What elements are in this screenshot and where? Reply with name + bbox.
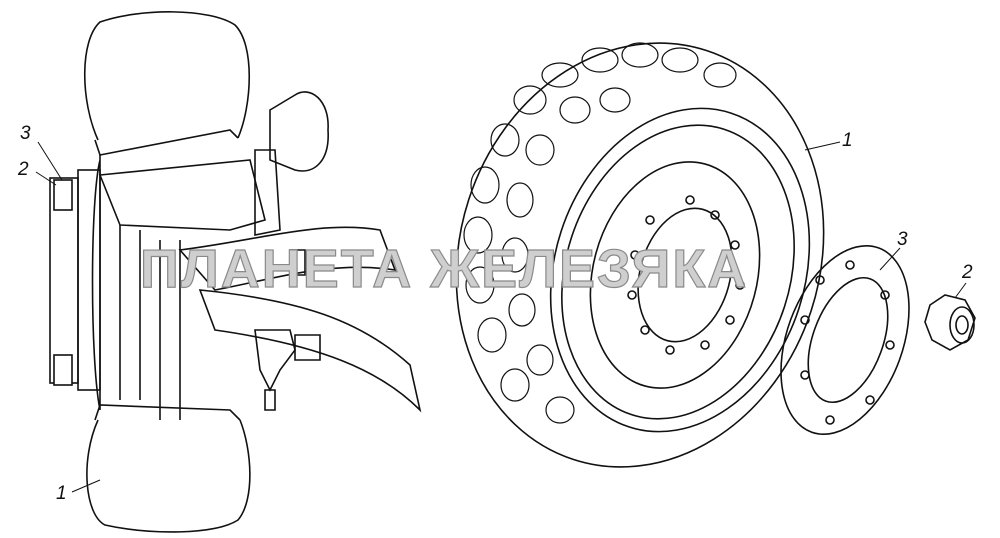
- left-wheel-section: [49, 11, 422, 533]
- left-rim: [94, 129, 241, 421]
- right-wheel: [455, 42, 825, 468]
- label-left-tire: 1: [56, 483, 67, 504]
- axle-beam: [178, 226, 397, 291]
- left-tire-top: [83, 11, 251, 141]
- label-right-nut: 2: [962, 262, 973, 283]
- tie-rod-end: [254, 329, 296, 411]
- tire-inner: [549, 107, 811, 433]
- label-right-ring: 3: [897, 229, 908, 250]
- left-tire-bottom: [86, 419, 251, 533]
- brake-chamber: [269, 91, 329, 172]
- wheel-disc: [589, 161, 761, 389]
- clamp-ring: [780, 244, 910, 436]
- leader-lines: [35, 141, 967, 493]
- label-left-ring: 3: [20, 123, 31, 144]
- watermark: ПЛАНЕТА ЖЕЛЕЗЯКА: [139, 238, 749, 299]
- left-nut-top: [53, 179, 73, 211]
- wheel-bolt-holes: [627, 195, 745, 355]
- label-right-tire: 1: [842, 130, 853, 151]
- wheel-center-hole: [637, 207, 733, 343]
- left-nut-bottom: [53, 354, 73, 386]
- tire-tread: [463, 42, 737, 424]
- label-left-nut: 2: [18, 159, 29, 180]
- tire-outer: [455, 42, 825, 468]
- wheel-nut: [924, 294, 976, 351]
